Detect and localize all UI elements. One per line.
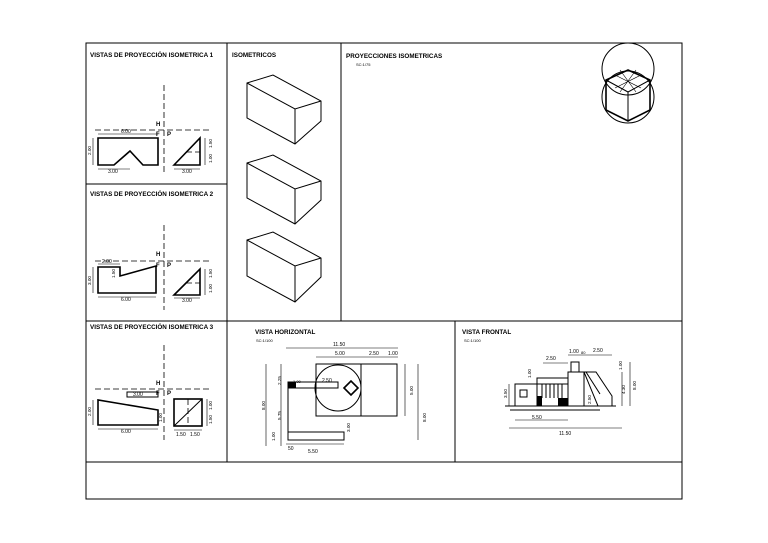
panel-2-title: VISTAS DE PROYECCIÓN ISOMETRICA 2	[90, 189, 214, 198]
plane-p-label: P	[167, 263, 171, 269]
dim-v2: 5.75	[277, 411, 282, 420]
dim-f1: 1.00	[569, 349, 579, 355]
dim-front-height-2: 1.00	[158, 413, 163, 422]
proj-scale: SC:1/75	[356, 62, 371, 67]
plane-f-label: F	[156, 132, 160, 138]
panel-3-title: VISTAS DE PROYECCIÓN ISOMETRICA 3	[90, 322, 214, 331]
dim-a: 5.00	[335, 351, 345, 357]
proj-title: PROYECCIONES ISOMETRICAS	[346, 53, 442, 60]
dim-front-width: 6.00	[121, 429, 131, 435]
dim-b2: 5.50	[308, 449, 318, 455]
panel-proyecciones: PROYECCIONES ISOMETRICAS SC:1/75	[346, 42, 655, 124]
iso-title: ISOMETRICOS	[232, 52, 276, 59]
dim-front-height: 2.00	[87, 146, 92, 155]
dim-f7: 2.50	[587, 395, 592, 404]
dim-front-height: 3.00	[87, 276, 92, 285]
dim-r1: 5.00	[409, 386, 414, 395]
panel-projection-1: VISTAS DE PROYECCIÓN ISOMETRICA 1 H F P …	[87, 50, 214, 175]
plane-p-label: P	[167, 132, 171, 138]
dim-top-width: 3.00	[133, 392, 143, 398]
dim-front-width: 6.00	[121, 129, 131, 135]
front-scale: SC:1/100	[464, 338, 481, 343]
dim-f6: 1.00	[527, 369, 532, 378]
panel-projection-3: VISTAS DE PROYECCIÓN ISOMETRICA 3 H F P …	[87, 322, 214, 440]
dim-f10: 8.00	[632, 381, 637, 390]
dim-front-height: 2.00	[87, 407, 92, 416]
panel-vista-horizontal: VISTA HORIZONTAL SC:1/100 11.50 5.00 2.5…	[255, 329, 427, 455]
dim-front-width: 6.00	[121, 297, 131, 303]
dim-side-height-2: 1.50	[208, 415, 213, 424]
dim-f5: 3.50	[503, 389, 508, 398]
panel-isometricos: ISOMETRICOS	[232, 52, 322, 303]
front-view-outline	[97, 399, 159, 426]
dim-b: 2.50	[369, 351, 379, 357]
iso-box-1	[246, 74, 322, 145]
front-view-outline	[97, 137, 159, 166]
dim-side-width-1: 1.50	[176, 432, 186, 438]
dim-v3: 1.00	[271, 432, 276, 441]
dim-side-height: 1.50	[208, 269, 213, 278]
dim-c: 1.00	[388, 351, 398, 357]
dim-side-width: 3.00	[182, 298, 192, 304]
panel-1-title: VISTAS DE PROYECCIÓN ISOMETRICA 1	[90, 50, 214, 59]
dim-side-height: 1.00	[208, 401, 213, 410]
dim-total-width: 11.50	[333, 342, 345, 348]
front-view-outline	[97, 264, 157, 294]
dim-f2: 80	[581, 350, 586, 355]
plan-base	[287, 431, 345, 441]
dim-side-width-2: 1.50	[190, 432, 200, 438]
dim-f3: 2.50	[593, 348, 603, 354]
iso-box-2	[246, 154, 322, 225]
plane-p-label: P	[167, 391, 171, 397]
dim-v-left: 8.00	[261, 401, 266, 410]
dim-r3: 8.00	[422, 413, 427, 422]
dim-small: 1.00	[293, 379, 302, 384]
dim-f8: 1.00	[618, 361, 623, 370]
dim-side-height-2: 1.00	[208, 284, 213, 293]
panel-projection-2: VISTAS DE PROYECCIÓN ISOMETRICA 2 H F P …	[87, 189, 214, 310]
dim-b1: 50	[288, 446, 294, 452]
horiz-scale: SC:1/100	[256, 338, 273, 343]
plane-h-label: H	[156, 122, 160, 128]
panel-vista-frontal: VISTA FRONTAL SC:1/100 1.00 80 2.50 2.50	[462, 329, 637, 437]
circle-cube-figure	[601, 42, 655, 124]
dim-front-base: 3.00	[108, 169, 118, 175]
plane-h-label: H	[156, 252, 160, 258]
plane-f-label: F	[156, 263, 160, 269]
dim-f11: 5.50	[532, 415, 542, 421]
front-title: VISTA FRONTAL	[462, 329, 511, 336]
plan-diamond	[342, 379, 360, 397]
plane-h-label: H	[156, 381, 160, 387]
dim-step-height: 1.50	[111, 269, 116, 278]
side-view-outline	[172, 267, 201, 296]
dim-side-width: 3.00	[182, 169, 192, 175]
dim-r2: 3.00	[346, 423, 351, 432]
plan-right-volume	[360, 363, 398, 417]
top-view-strip	[126, 391, 159, 398]
front-elevation	[505, 361, 616, 411]
horiz-title: VISTA HORIZONTAL	[255, 329, 316, 336]
dim-f4: 2.50	[546, 356, 556, 362]
dim-v1: 2.25	[277, 376, 282, 385]
dim-f12: 11.50	[559, 431, 571, 437]
side-view-outline	[172, 136, 201, 166]
dim-top-step: 2.00	[102, 259, 112, 265]
dim-circle: 2.50	[322, 378, 332, 384]
iso-box-3	[246, 231, 322, 303]
sheet-frame	[85, 42, 683, 500]
dim-side-height-2: 1.00	[208, 154, 213, 163]
dim-f9: 4.30	[621, 385, 626, 394]
dim-side-height: 1.50	[208, 139, 213, 148]
